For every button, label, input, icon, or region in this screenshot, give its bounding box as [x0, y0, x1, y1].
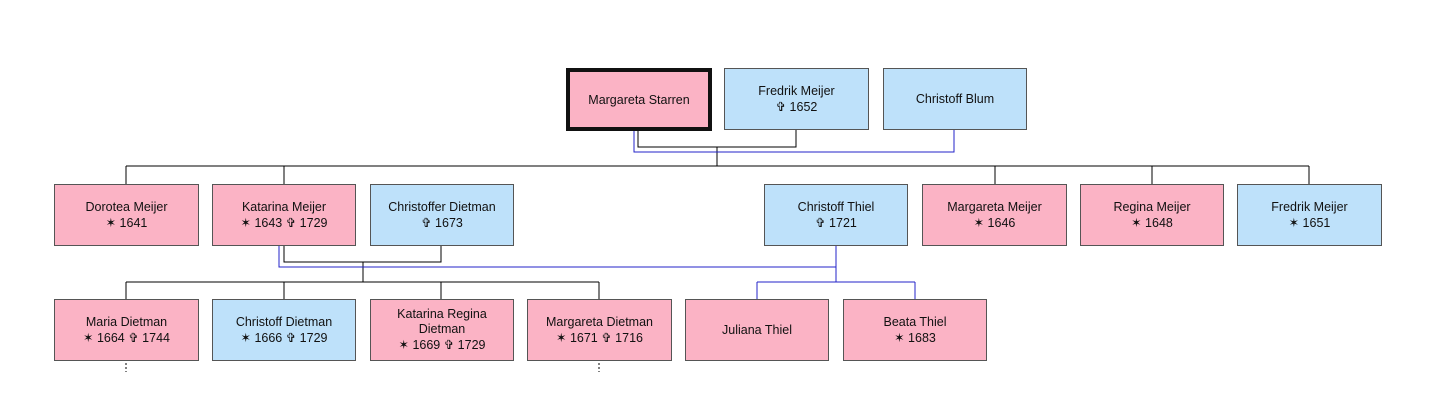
person-dates: ✞ 1652 [775, 100, 818, 114]
person-dates: ✶ 1666 ✞ 1729 [240, 331, 328, 345]
couple-line-katarina-thiel [278, 245, 837, 268]
person-fredrik-meijer-father[interactable]: Fredrik Meijer ✞ 1652 [724, 68, 869, 130]
person-name: Margareta Meijer [947, 200, 1042, 214]
person-dates: ✶ 1671 ✞ 1716 [556, 331, 643, 345]
person-name: Juliana Thiel [722, 323, 792, 337]
blue-lines [278, 130, 955, 299]
person-dates: ✶ 1683 [894, 331, 936, 345]
couple-line-katarina-dietman [283, 245, 442, 263]
person-margareta-meijer[interactable]: Margareta Meijer ✶ 1646 [922, 184, 1067, 246]
person-name: Christoff Blum [915, 92, 995, 106]
person-name: Fredrik Meijer [1271, 200, 1348, 214]
person-dates: ✶ 1651 [1288, 216, 1331, 230]
person-name: Christoff Thiel [797, 200, 875, 214]
person-katarina-regina-dietman[interactable]: Katarina Regina Dietman ✶ 1669 ✞ 1729 [370, 299, 514, 361]
couple-line-starren-blum [633, 130, 955, 153]
person-fredrik-meijer-son[interactable]: Fredrik Meijer ✶ 1651 [1237, 184, 1382, 246]
person-name: Katarina Regina Dietman [397, 307, 487, 336]
person-name: Margareta Dietman [546, 315, 653, 329]
person-dates: ✶ 1648 [1131, 216, 1173, 230]
person-christoff-thiel[interactable]: Christoff Thiel ✞ 1721 [764, 184, 908, 246]
person-name: Fredrik Meijer [758, 84, 835, 98]
person-name: Christoff Dietman [235, 315, 333, 329]
couple-line-starren-meijer [637, 130, 797, 148]
person-name: Maria Dietman [85, 315, 168, 329]
person-beata-thiel[interactable]: Beata Thiel ✶ 1683 [843, 299, 987, 361]
person-katarina-meijer[interactable]: Katarina Meijer ✶ 1643 ✞ 1729 [212, 184, 356, 246]
person-dates: ✶ 1669 ✞ 1729 [398, 338, 486, 352]
person-dates: ✶ 1643 ✞ 1729 [240, 216, 328, 230]
person-dates: ✶ 1641 [105, 216, 148, 230]
person-christoffer-dietman[interactable]: Christoffer Dietman ✞ 1673 [370, 184, 514, 246]
person-dates: ✶ 1646 [973, 216, 1016, 230]
person-name: Margareta Starren [588, 92, 690, 107]
person-regina-meijer[interactable]: Regina Meijer ✶ 1648 [1080, 184, 1224, 246]
person-name: Katarina Meijer [241, 200, 327, 214]
person-name: Dorotea Meijer [85, 200, 168, 214]
person-dorotea-meijer[interactable]: Dorotea Meijer ✶ 1641 [54, 184, 199, 246]
person-maria-dietman[interactable]: Maria Dietman ✶ 1664 ✞ 1744 [54, 299, 199, 361]
person-juliana-thiel[interactable]: Juliana Thiel [685, 299, 829, 361]
person-name: Regina Meijer [1113, 200, 1191, 214]
person-name: Beata Thiel [883, 315, 947, 329]
person-dates: ✶ 1664 ✞ 1744 [83, 331, 170, 345]
person-dates: ✞ 1721 [815, 216, 857, 230]
person-margareta-starren[interactable]: Margareta Starren [566, 68, 712, 131]
person-name: Christoffer Dietman [388, 200, 496, 214]
person-dates: ✞ 1673 [421, 216, 463, 230]
person-christoff-dietman[interactable]: Christoff Dietman ✶ 1666 ✞ 1729 [212, 299, 356, 361]
person-christoff-blum[interactable]: Christoff Blum [883, 68, 1027, 130]
black-lines [125, 130, 1310, 372]
person-margareta-dietman[interactable]: Margareta Dietman ✶ 1671 ✞ 1716 [527, 299, 672, 361]
